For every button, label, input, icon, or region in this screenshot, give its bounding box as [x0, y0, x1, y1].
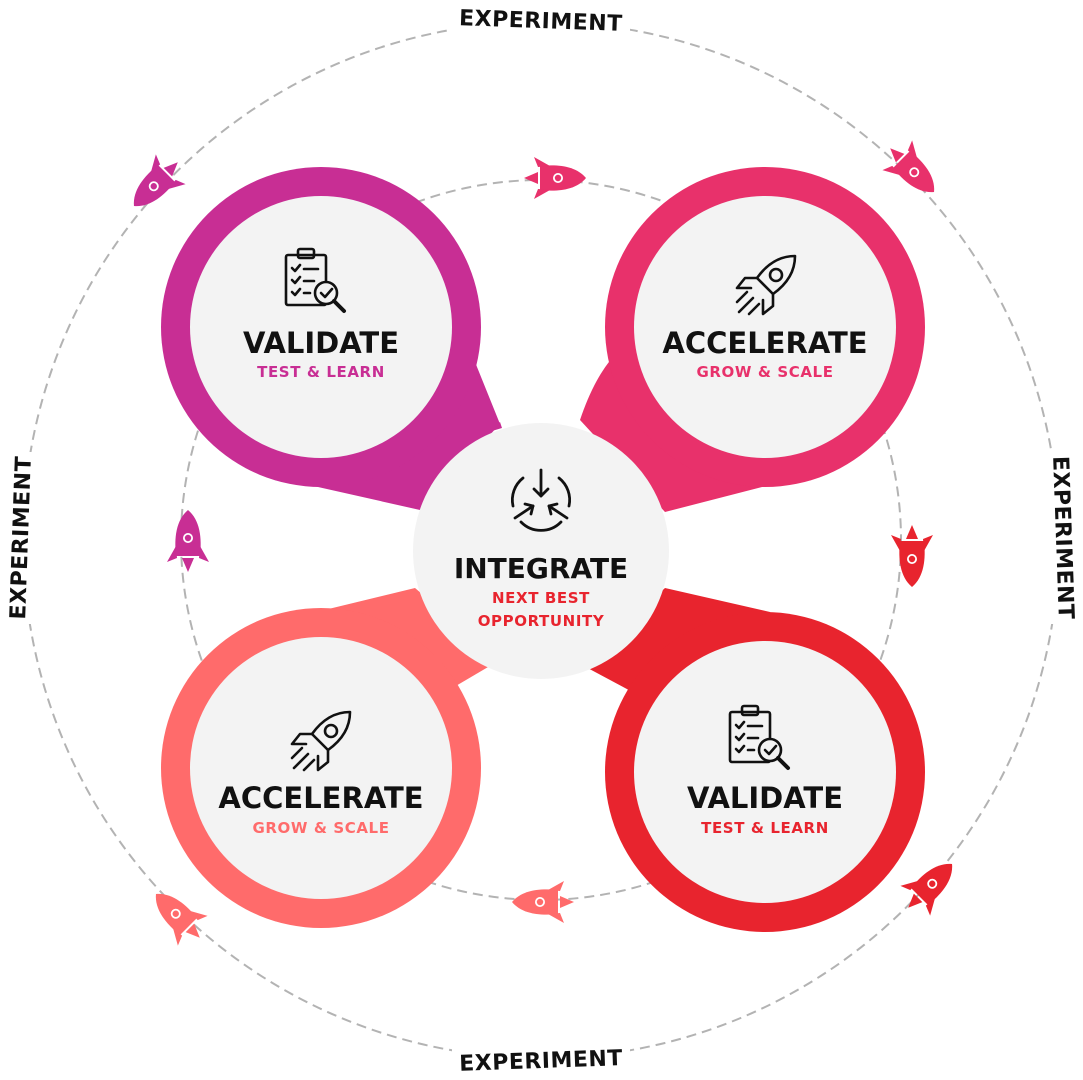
- ring-label-top: EXPERIMENT: [459, 6, 623, 37]
- ring-label-right: EXPERIMENT: [1047, 456, 1078, 620]
- petal-title-validate: VALIDATE: [687, 781, 843, 815]
- ring-label-left: EXPERIMENT: [6, 456, 37, 620]
- rocket-marker-icon: [119, 147, 193, 221]
- center-subtitle-line-1: NEXT BEST: [492, 589, 590, 607]
- petal-title-accelerate: ACCELERATE: [218, 781, 423, 815]
- petal-subtitle-test-learn: TEST & LEARN: [257, 363, 385, 381]
- rocket-marker-icon: [512, 881, 574, 923]
- petal-inner-circle: [634, 641, 896, 903]
- rocket-marker-icon: [891, 525, 933, 587]
- rocket-marker-icon: [893, 849, 967, 923]
- petal-inner-circle: [190, 196, 452, 458]
- ring-label-bottom: EXPERIMENT: [459, 1046, 623, 1077]
- petal-subtitle-grow-scale: GROW & SCALE: [252, 819, 389, 837]
- petal-top-left: [161, 167, 502, 510]
- center-title-integrate: INTEGRATE: [454, 552, 628, 585]
- petal-inner-circle: [634, 196, 896, 458]
- rocket-marker-icon: [524, 157, 586, 199]
- petal-title-validate: VALIDATE: [243, 326, 399, 360]
- rocket-marker-icon: [141, 879, 215, 953]
- rocket-marker-icon: [167, 510, 209, 572]
- petal-subtitle-test-learn: TEST & LEARN: [701, 819, 829, 837]
- rocket-marker-icon: [875, 133, 949, 207]
- center-subtitle-line-2: OPPORTUNITY: [478, 612, 605, 630]
- petal-bottom-right: [582, 588, 925, 932]
- petal-subtitle-grow-scale: GROW & SCALE: [696, 363, 833, 381]
- petal-title-accelerate: ACCELERATE: [662, 326, 867, 360]
- center-circle: [413, 423, 669, 679]
